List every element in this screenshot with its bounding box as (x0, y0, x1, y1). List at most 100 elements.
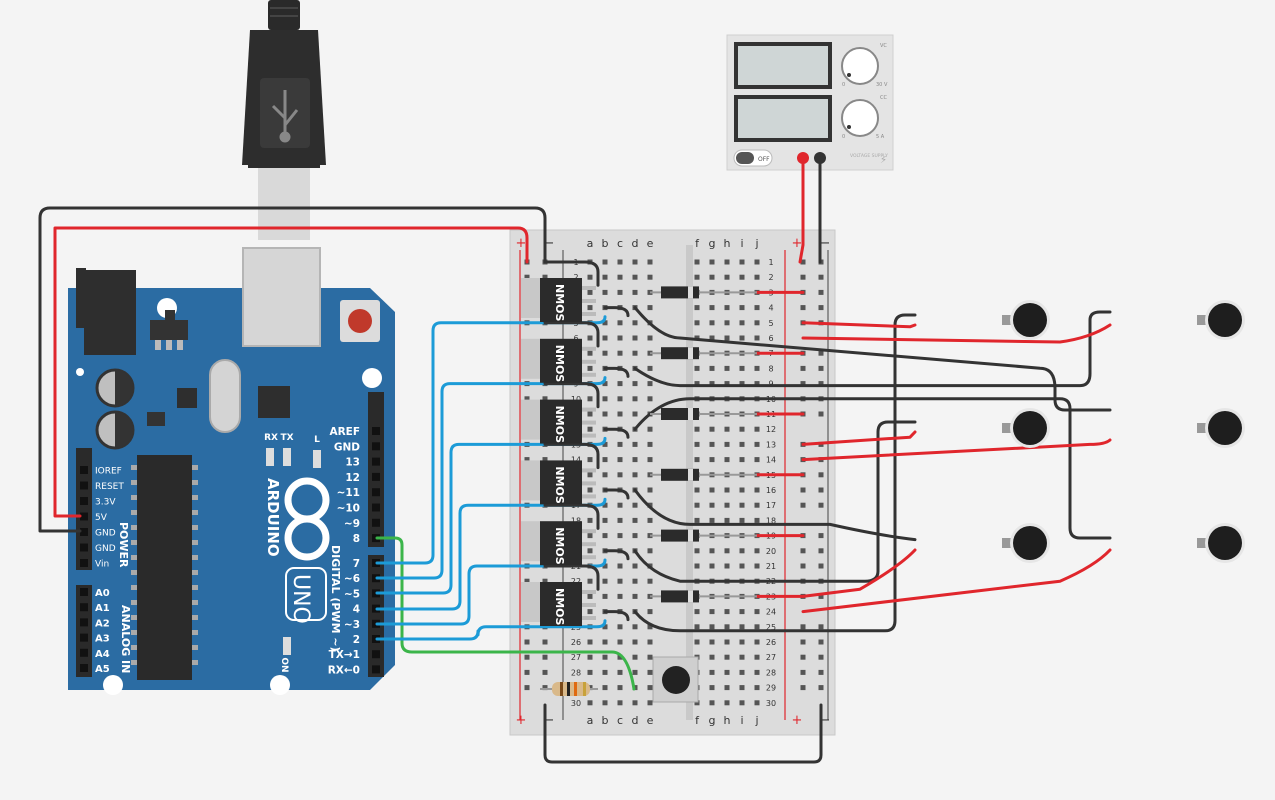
breadboard-hole[interactable] (709, 700, 715, 706)
breadboard-hole[interactable] (587, 654, 593, 660)
breadboard-hole[interactable] (587, 426, 593, 432)
header-pin[interactable] (80, 481, 88, 490)
breadboard-hole[interactable] (694, 639, 700, 645)
wire-source-ground[interactable] (543, 564, 600, 591)
breadboard-hole[interactable] (709, 487, 715, 493)
breadboard-hole[interactable] (587, 487, 593, 493)
rail-hole[interactable] (524, 639, 530, 645)
breadboard-hole[interactable] (724, 563, 730, 569)
vibration-motor[interactable] (1002, 300, 1050, 340)
rail-hole[interactable] (818, 365, 824, 371)
breadboard-hole[interactable] (754, 365, 760, 371)
header-pin[interactable] (80, 648, 88, 657)
breadboard-hole[interactable] (632, 502, 638, 508)
nmos-transistor[interactable]: NMOS (521, 399, 596, 444)
breadboard-hole[interactable] (694, 259, 700, 265)
rail-hole[interactable] (542, 685, 548, 691)
breadboard-hole[interactable] (617, 320, 623, 326)
breadboard-hole[interactable] (602, 259, 608, 265)
breadboard-hole[interactable] (647, 654, 653, 660)
breadboard-hole[interactable] (602, 350, 608, 356)
breadboard-hole[interactable] (724, 639, 730, 645)
rail-hole[interactable] (800, 685, 806, 691)
breadboard-hole[interactable] (617, 335, 623, 341)
breadboard-hole[interactable] (602, 517, 608, 523)
rail-hole[interactable] (818, 533, 824, 539)
breadboard-hole[interactable] (694, 441, 700, 447)
diode[interactable] (650, 286, 757, 299)
nmos-transistor[interactable]: NMOS (521, 460, 596, 505)
breadboard-hole[interactable] (739, 320, 745, 326)
nmos-transistor[interactable]: NMOS (521, 582, 596, 626)
rail-hole[interactable] (818, 548, 824, 554)
rail-hole[interactable] (818, 411, 824, 417)
breadboard-hole[interactable] (587, 411, 593, 417)
breadboard-hole[interactable] (587, 578, 593, 584)
header-pin[interactable] (372, 442, 380, 451)
breadboard-hole[interactable] (632, 335, 638, 341)
breadboard-hole[interactable] (587, 305, 593, 311)
breadboard-hole[interactable] (587, 669, 593, 675)
breadboard-hole[interactable] (709, 381, 715, 387)
breadboard-hole[interactable] (617, 441, 623, 447)
rail-hole[interactable] (800, 365, 806, 371)
rail-hole[interactable] (818, 685, 824, 691)
breadboard-hole[interactable] (709, 259, 715, 265)
rail-hole[interactable] (818, 639, 824, 645)
breadboard-hole[interactable] (709, 305, 715, 311)
header-pin[interactable] (80, 543, 88, 552)
breadboard-hole[interactable] (694, 381, 700, 387)
breadboard-hole[interactable] (739, 426, 745, 432)
header-pin[interactable] (80, 588, 88, 596)
breadboard-hole[interactable] (587, 548, 593, 554)
breadboard-hole[interactable] (617, 274, 623, 280)
breadboard-hole[interactable] (724, 381, 730, 387)
rail-hole[interactable] (542, 654, 548, 660)
vibration-motor[interactable] (1002, 523, 1050, 563)
breadboard-hole[interactable] (632, 274, 638, 280)
breadboard-hole[interactable] (602, 563, 608, 569)
wire-source-ground[interactable] (543, 442, 600, 470)
wire-drain-diode[interactable] (603, 366, 630, 378)
breadboard-hole[interactable] (632, 381, 638, 387)
wire-supply-positive[interactable] (798, 156, 805, 264)
breadboard-hole[interactable] (739, 654, 745, 660)
breadboard-hole[interactable] (632, 700, 638, 706)
rail-hole[interactable] (524, 669, 530, 675)
header-pin[interactable] (80, 633, 88, 642)
breadboard-hole[interactable] (754, 320, 760, 326)
breadboard-hole[interactable] (754, 700, 760, 706)
wire-drain-diode[interactable] (603, 488, 630, 500)
diode[interactable] (650, 590, 757, 603)
breadboard-hole[interactable] (709, 654, 715, 660)
rail-hole[interactable] (818, 624, 824, 630)
current-knob[interactable] (841, 99, 879, 137)
nmos-transistor[interactable]: NMOS (521, 521, 596, 566)
wire-motor-positive[interactable] (801, 548, 1112, 614)
breadboard-hole[interactable] (632, 259, 638, 265)
wire-motor-negative[interactable] (633, 310, 1112, 388)
rail-hole[interactable] (524, 578, 530, 584)
header-pin[interactable] (80, 559, 88, 567)
header-pin[interactable] (80, 528, 88, 536)
rail-hole[interactable] (542, 578, 548, 584)
breadboard-hole[interactable] (602, 411, 608, 417)
breadboard-hole[interactable] (602, 441, 608, 447)
breadboard-hole[interactable] (724, 609, 730, 615)
push-button[interactable] (652, 656, 699, 703)
breadboard-hole[interactable] (617, 654, 623, 660)
breadboard-hole[interactable] (739, 669, 745, 675)
breadboard-hole[interactable] (632, 654, 638, 660)
wire-drain-diode[interactable] (603, 610, 630, 622)
breadboard-hole[interactable] (632, 457, 638, 463)
breadboard-hole[interactable] (754, 487, 760, 493)
breadboard-hole[interactable] (617, 700, 623, 706)
breadboard-hole[interactable] (647, 381, 653, 387)
rail-hole[interactable] (818, 654, 824, 660)
breadboard-hole[interactable] (709, 685, 715, 691)
breadboard-hole[interactable] (709, 335, 715, 341)
breadboard-hole[interactable] (647, 426, 653, 432)
rail-hole[interactable] (818, 274, 824, 280)
nmos-transistor[interactable]: NMOS (521, 278, 596, 322)
breadboard-hole[interactable] (617, 472, 623, 478)
